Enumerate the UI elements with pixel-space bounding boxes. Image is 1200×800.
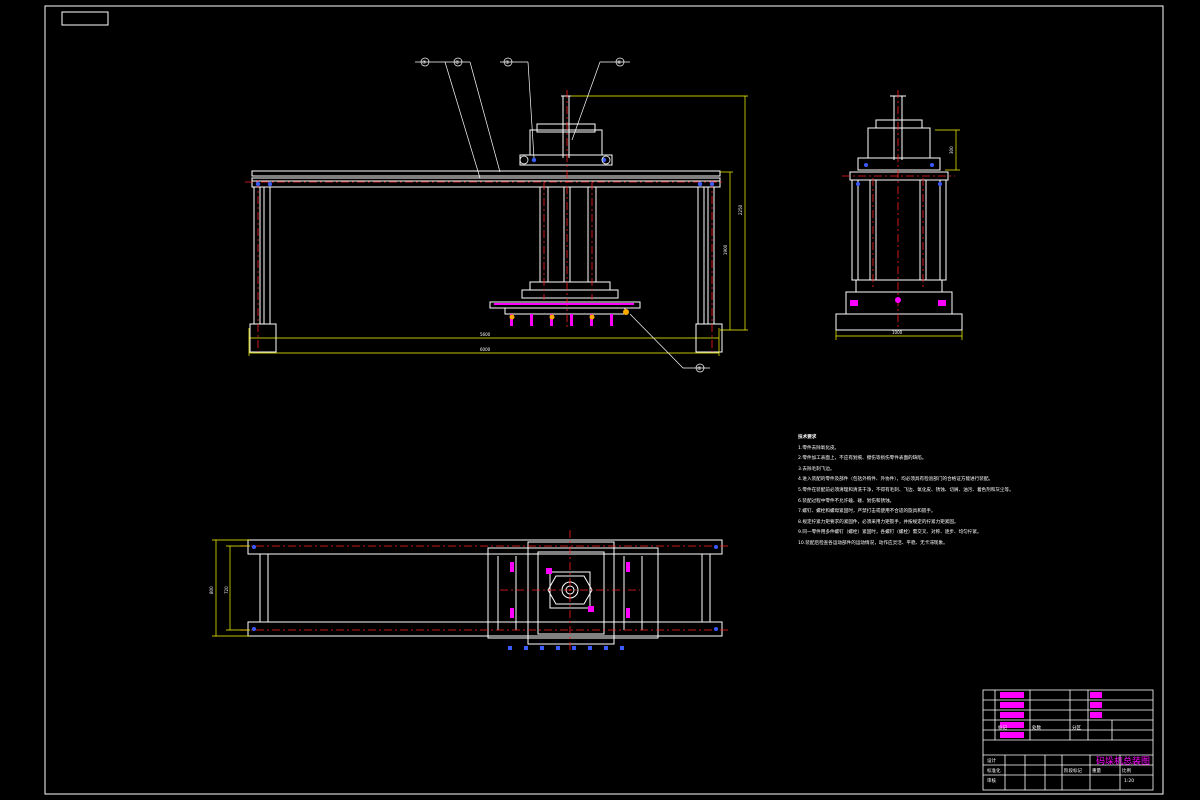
- tb-label-standard: 标准化: [987, 767, 1001, 774]
- note-item: 1.零件去除氧化皮。: [798, 445, 840, 451]
- tb-label-zone: 分区: [1072, 724, 1081, 731]
- technical-requirements: 技术要求 1.零件去除氧化皮。 2.零件加工表面上，不应有划痕、擦伤等损伤零件表…: [798, 433, 1014, 550]
- note-item: 7.螺钉、螺栓和螺母紧固时，严禁打击或使用不合适的旋具和扳手。: [798, 509, 936, 515]
- dim-front-frame-height: 1900: [723, 244, 728, 255]
- notes-title: 技术要求: [798, 435, 817, 440]
- balloon-5: ⑤: [697, 366, 701, 372]
- note-item: 3.去除毛刺飞边。: [798, 466, 835, 472]
- note-item: 5.零件在装配前必须清理和清洗干净，不得有毛刺、飞边、氧化皮、锈蚀、切屑、油污、…: [798, 487, 1014, 493]
- dim-front-total-height: 2250: [738, 204, 743, 215]
- front-view: 5600 6000 2250 1900 ⑦ ② ③ ⑥ ⑤: [245, 57, 748, 373]
- balloon-7: ⑦: [422, 60, 427, 66]
- drawing-frame: [44, 5, 1164, 795]
- tb-label-weight: 重量: [1092, 767, 1101, 774]
- dim-side-cap-height: 300: [949, 146, 954, 154]
- dim-front-total-length: 6000: [480, 347, 491, 352]
- tb-label-stage: 阶段标记: [1064, 767, 1082, 774]
- note-item: 9.同一零件用多件螺钉（螺栓）紧固时，各螺钉（螺栓）需交叉、对称、逐步、均匀拧紧…: [798, 530, 982, 536]
- dim-front-frame-length: 5600: [480, 332, 491, 337]
- dim-side-width: 1000: [892, 330, 903, 335]
- tb-scale-value: 1:20: [1124, 778, 1134, 784]
- top-view: 800 720: [209, 530, 730, 650]
- note-item: 2.零件加工表面上，不应有划痕、擦伤等损伤零件表面的缺陷。: [798, 456, 927, 462]
- tb-label-scale: 比例: [1122, 767, 1131, 774]
- tb-label-review: 审核: [987, 777, 996, 784]
- tb-label-design: 设计: [987, 757, 996, 764]
- dim-top-frame-width: 800: [209, 586, 214, 594]
- tb-label-mark: 标记: [998, 724, 1007, 731]
- drawing-title: 码垛机总装图: [1096, 755, 1150, 767]
- balloon-2: ②: [455, 60, 460, 66]
- balloon-6: ⑥: [617, 60, 622, 66]
- note-item: 6.装配过程中零件不允许磕、碰、划伤和锈蚀。: [798, 498, 895, 504]
- balloon-3: ③: [505, 60, 509, 66]
- tb-label-count: 处数: [1032, 724, 1041, 731]
- note-item: 4.进入装配的零件及部件（包括外购件、外协件），均必须具有检验部门的合格证方能进…: [798, 477, 994, 483]
- note-item: 10.装配后检查各运动部件的运动情况，动作应灵活、平稳、无卡滞现象。: [798, 540, 948, 546]
- dim-top-frame-inner: 720: [224, 586, 229, 594]
- side-view: 1000 300: [835, 90, 963, 340]
- note-item: 8.规定拧紧力矩要求的紧固件，必须采用力矩扳手，并按规定的拧紧力矩紧固。: [798, 519, 959, 525]
- title-block: [982, 689, 1154, 791]
